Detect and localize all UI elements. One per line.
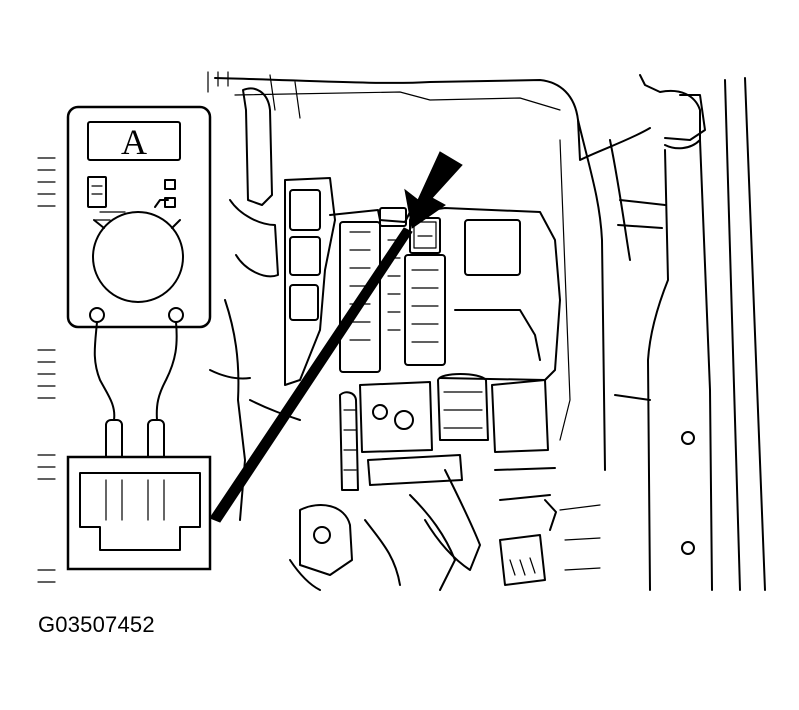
leader-line (209, 227, 413, 523)
pointer-arrow (404, 151, 463, 229)
fuse-detail (66, 455, 212, 571)
meter-display-text: A (121, 122, 147, 162)
figure-code: G03507452 (38, 612, 155, 637)
fuse-check-diagram: A (37, 71, 766, 591)
ammeter (66, 105, 212, 329)
edge-hatch-marks (37, 71, 229, 583)
engine-compartment-drawing (209, 74, 766, 591)
